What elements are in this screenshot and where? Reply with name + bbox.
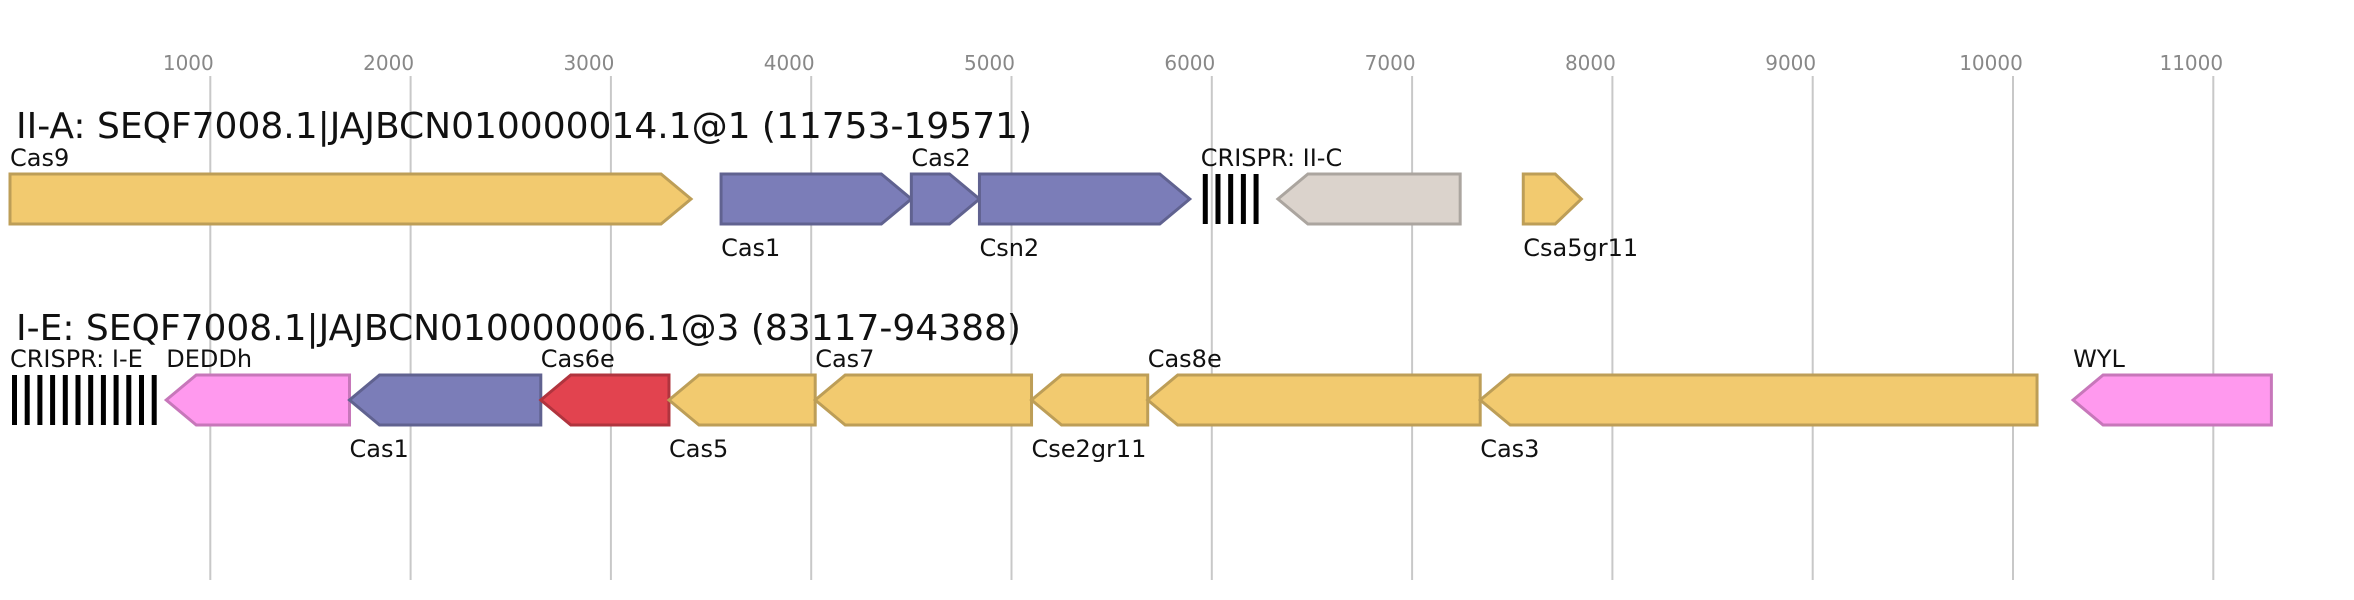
crispr-repeat-mark (113, 375, 119, 425)
crispr-repeat-mark (24, 375, 30, 425)
feature-label-deddh: DEDDh (166, 345, 252, 373)
gene-arrow-cas9 (8, 172, 694, 226)
feature-label-cas5: Cas5 (669, 435, 728, 463)
crispr-repeat-mark (1215, 174, 1221, 224)
gene-arrow-cas1 (719, 172, 914, 226)
gene-arrow-cas1 (347, 373, 543, 427)
crispr-repeat-mark (75, 375, 81, 425)
crispr-repeat-mark (1253, 174, 1259, 224)
axis-tick-label: 5000 (964, 51, 1015, 75)
track-title-ii-a: II-A: SEQF7008.1|JAJBCN010000014.1@1 (11… (16, 106, 1032, 147)
gene-arrow-csa5gr11 (1521, 172, 1584, 226)
gene-arrow-deddh (163, 373, 352, 427)
gene-arrow-unlabeled (1275, 172, 1462, 226)
feature-label-csn2: Csn2 (979, 234, 1039, 262)
feature-label-cas1: Cas1 (350, 435, 409, 463)
crispr-array-1 (12, 375, 157, 425)
feature-label-cas2: Cas2 (911, 144, 970, 172)
crispr-repeat-mark (50, 375, 56, 425)
axis-tick-label: 7000 (1365, 51, 1416, 75)
axis-tick-label: 11000 (2159, 51, 2223, 75)
coordinate-grid: 1000 2000 3000 4000 5000 6000 7000 8000 9000 1000… (163, 51, 2223, 580)
axis-tick-label: 1000 (163, 51, 214, 75)
feature-label-cas1: Cas1 (721, 234, 780, 262)
crispr-array-0 (1202, 174, 1259, 224)
feature-label-crispr-i-e: CRISPR: I-E (10, 345, 143, 373)
axis-tick-label: 2000 (363, 51, 414, 75)
crispr-repeat-mark (1240, 174, 1246, 224)
axis-tick-label: 4000 (764, 51, 815, 75)
crispr-repeat-mark (12, 375, 17, 425)
feature-label-cas8e: Cas8e (1148, 345, 1222, 373)
gene-arrow-cas6e (538, 373, 671, 427)
gene-arrow-wyl (2070, 373, 2273, 427)
crispr-repeat-mark (37, 375, 43, 425)
axis-tick-label: 10000 (1959, 51, 2023, 75)
gene-arrow-cas7 (812, 373, 1034, 427)
gene-arrow-csn2 (977, 172, 1193, 226)
crispr-repeat-mark (62, 375, 68, 425)
axis-tick-label: 6000 (1164, 51, 1215, 75)
locus-tracks: II-A: SEQF7008.1|JAJBCN010000014.1@1 (11… (8, 106, 2273, 463)
axis-tick-label: 9000 (1765, 51, 1816, 75)
feature-label-cas9: Cas9 (10, 144, 69, 172)
gene-arrow-cas5 (666, 373, 817, 427)
axis-tick-label: 3000 (563, 51, 614, 75)
crispr-repeat-mark (1202, 174, 1208, 224)
feature-label-csa5gr11: Csa5gr11 (1523, 234, 1638, 262)
crispr-repeat-mark (139, 375, 144, 425)
feature-label-wyl: WYL (2073, 345, 2125, 373)
feature-label-cas7: Cas7 (815, 345, 874, 373)
crispr-repeat-mark (1228, 174, 1234, 224)
feature-label-crispr-ii-c: CRISPR: II-C (1201, 144, 1342, 172)
crispr-repeat-mark (126, 375, 132, 425)
feature-label-cse2gr11: Cse2gr11 (1032, 435, 1147, 463)
crispr-repeat-mark (151, 375, 157, 425)
gene-arrow-cas3 (1477, 373, 2039, 427)
track-title-i-e: I-E: SEQF7008.1|JAJBCN010000006.1@3 (831… (16, 308, 1021, 349)
gene-arrow-cas8e (1145, 373, 1482, 427)
feature-label-cas6e: Cas6e (541, 345, 615, 373)
gene-arrow-cse2gr11 (1029, 373, 1150, 427)
crispr-repeat-mark (100, 375, 106, 425)
crispr-repeat-mark (88, 375, 94, 425)
gene-arrow-cas2 (909, 172, 982, 226)
feature-label-cas3: Cas3 (1480, 435, 1539, 463)
axis-tick-label: 8000 (1565, 51, 1616, 75)
